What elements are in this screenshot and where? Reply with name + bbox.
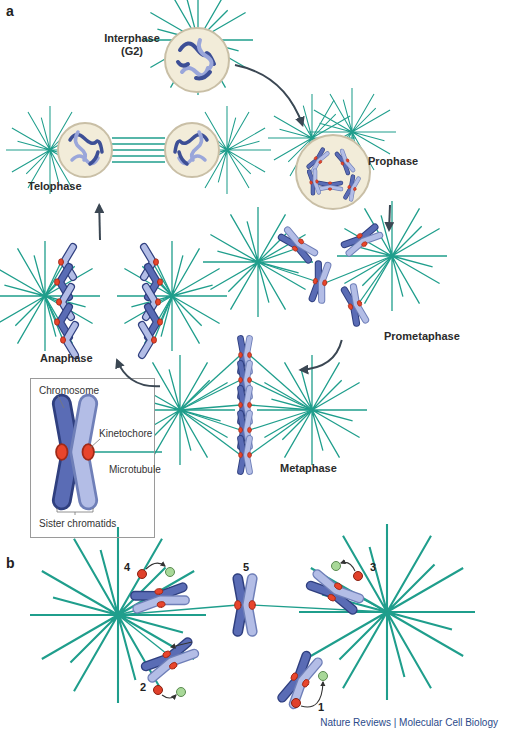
cycle-arrow: [98, 205, 101, 240]
cycle-arrow: [300, 340, 341, 370]
key-label: Chromosome: [39, 384, 99, 397]
panel-letter: b: [6, 556, 15, 570]
stage-label: Interphase (G2): [100, 32, 164, 58]
stage-group: Telophase: [20, 100, 240, 205]
key-label: Microtubule: [109, 463, 161, 476]
callout-number: 3: [370, 560, 376, 574]
stage-group: Prophase: [290, 125, 415, 205]
stage-label: Prophase: [368, 155, 418, 168]
stage-label: Metaphase: [280, 462, 337, 475]
callout-number: 1: [318, 700, 324, 714]
stage-group: Interphase (G2): [100, 20, 235, 95]
stage-group: Metaphase: [160, 370, 340, 478]
callout-number: 5: [243, 560, 249, 574]
key-box: ChromosomeKinetochoreMicrotubuleSister c…: [30, 378, 155, 538]
callout-number: 4: [124, 560, 130, 574]
stage-group: Prometaphase: [245, 230, 460, 340]
panel-letter: a: [6, 4, 14, 18]
stage-label: Telophase: [28, 180, 82, 193]
cycle-arrow: [388, 205, 391, 230]
stage-label: Prometaphase: [384, 330, 460, 343]
cycle-arrow: [117, 360, 160, 386]
cycle-arrow: [235, 65, 303, 125]
stage-group: Anaphase: [15, 240, 185, 360]
callout-number: 2: [140, 680, 146, 694]
stage-label: Anaphase: [40, 352, 93, 365]
key-label: Sister chromatids: [39, 517, 116, 530]
key-label: Kinetochore: [99, 427, 152, 440]
credit: Nature Reviews | Molecular Cell Biology: [310, 716, 498, 730]
